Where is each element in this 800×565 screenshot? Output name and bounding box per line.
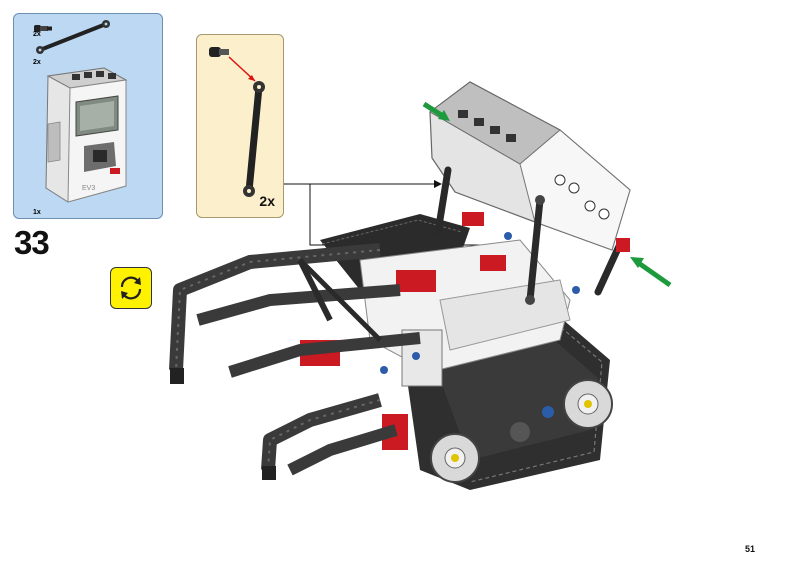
subassembly-qty: 2x [259, 193, 275, 209]
insert-arrow-top [422, 101, 450, 121]
page-number: 51 [745, 544, 756, 554]
parts-list-panel: 2x 2x EV3 1x [13, 13, 163, 219]
track-wheels [430, 379, 613, 483]
blue-pins [380, 232, 580, 374]
pin-with-axle-icon [34, 25, 52, 32]
ev3-brick-model [429, 81, 631, 251]
insert-arrow-bottom [630, 257, 672, 288]
parts-qty-liftarm: 2x [33, 59, 41, 66]
claw-arms [169, 243, 421, 480]
liftarm-icon [36, 20, 110, 54]
parts-qty-pin: 2x [33, 31, 41, 38]
ev3-brick-icon: EV3 [45, 67, 128, 203]
subassembly-liftarm-icon [209, 47, 265, 197]
subassembly-callout: 2x [196, 34, 284, 218]
rotate-arrows-icon [120, 276, 142, 300]
step-number: 33 [14, 224, 50, 261]
rotate-model-badge [110, 267, 152, 309]
ev3-brick-label: EV3 [82, 185, 95, 192]
parts-qty-brick: 1x [33, 209, 41, 216]
track-right-rear [320, 214, 470, 290]
